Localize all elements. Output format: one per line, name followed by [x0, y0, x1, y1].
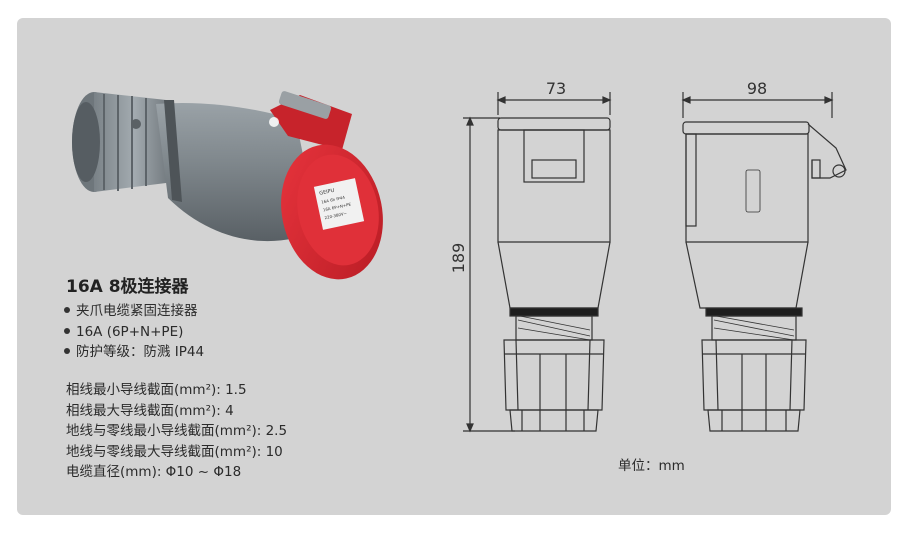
spec-item: 地线与零线最大导线截面(mm²): 10: [66, 443, 283, 460]
feature-item: 防护等级：防溅 IP44: [64, 342, 204, 363]
cable-gland-nut: [72, 92, 174, 192]
feature-list: 夹爪电缆紧固连接器 16A (6P+N+PE) 防护等级：防溅 IP44: [64, 301, 204, 363]
label-line-3: 220-380V~: [324, 211, 347, 221]
bullet-icon: [64, 307, 70, 313]
product-photo: GEIPU 16A 6h IP44 16A 6P+N+PE 220-380V~: [72, 91, 383, 280]
feature-item: 夹爪电缆紧固连接器: [64, 301, 204, 322]
spec-item: 地线与零线最小导线截面(mm²): 2.5: [66, 423, 288, 440]
spec-item: 相线最小导线截面(mm²): 1.5: [66, 382, 247, 398]
spec-item: 相线最大导线截面(mm²): 4: [66, 402, 234, 419]
side-width-label: 98: [747, 79, 767, 98]
bullet-icon: [64, 348, 70, 354]
height-dimension: [463, 116, 515, 433]
side-view: [682, 121, 847, 432]
label-brand: GEIPU: [319, 188, 335, 197]
feature-text: 夹爪电缆紧固连接器: [76, 303, 198, 319]
spec-item: 电缆直径(mm): Φ10 ~ Φ18: [66, 464, 242, 481]
side-width-dimension: [681, 92, 834, 118]
bullet-icon: [64, 327, 70, 334]
product-title: 16A 8极连接器: [66, 277, 189, 297]
red-cap: [269, 91, 383, 280]
front-width-label: 73: [546, 79, 566, 98]
feature-text: 16A (6P+N+PE): [76, 323, 184, 340]
feature-text: 防护等级：防溅 IP44: [76, 344, 205, 360]
front-view: [497, 117, 611, 432]
spec-list: 相线最小导线截面(mm²): 1.5 相线最大导线截面(mm²): 4 地线与零…: [66, 380, 287, 483]
front-width-dimension: [496, 92, 612, 115]
height-label: 189: [449, 243, 468, 274]
label-line-2: 16A 6P+N+PE: [322, 201, 352, 212]
label-line-1: 16A 6h IP44: [321, 195, 346, 205]
connector-body: [131, 100, 318, 242]
feature-item: 16A (6P+N+PE): [64, 322, 204, 343]
cap-label: GEIPU 16A 6h IP44 16A 6P+N+PE 220-380V~: [319, 188, 352, 221]
unit-note: 单位：mm: [618, 458, 685, 474]
